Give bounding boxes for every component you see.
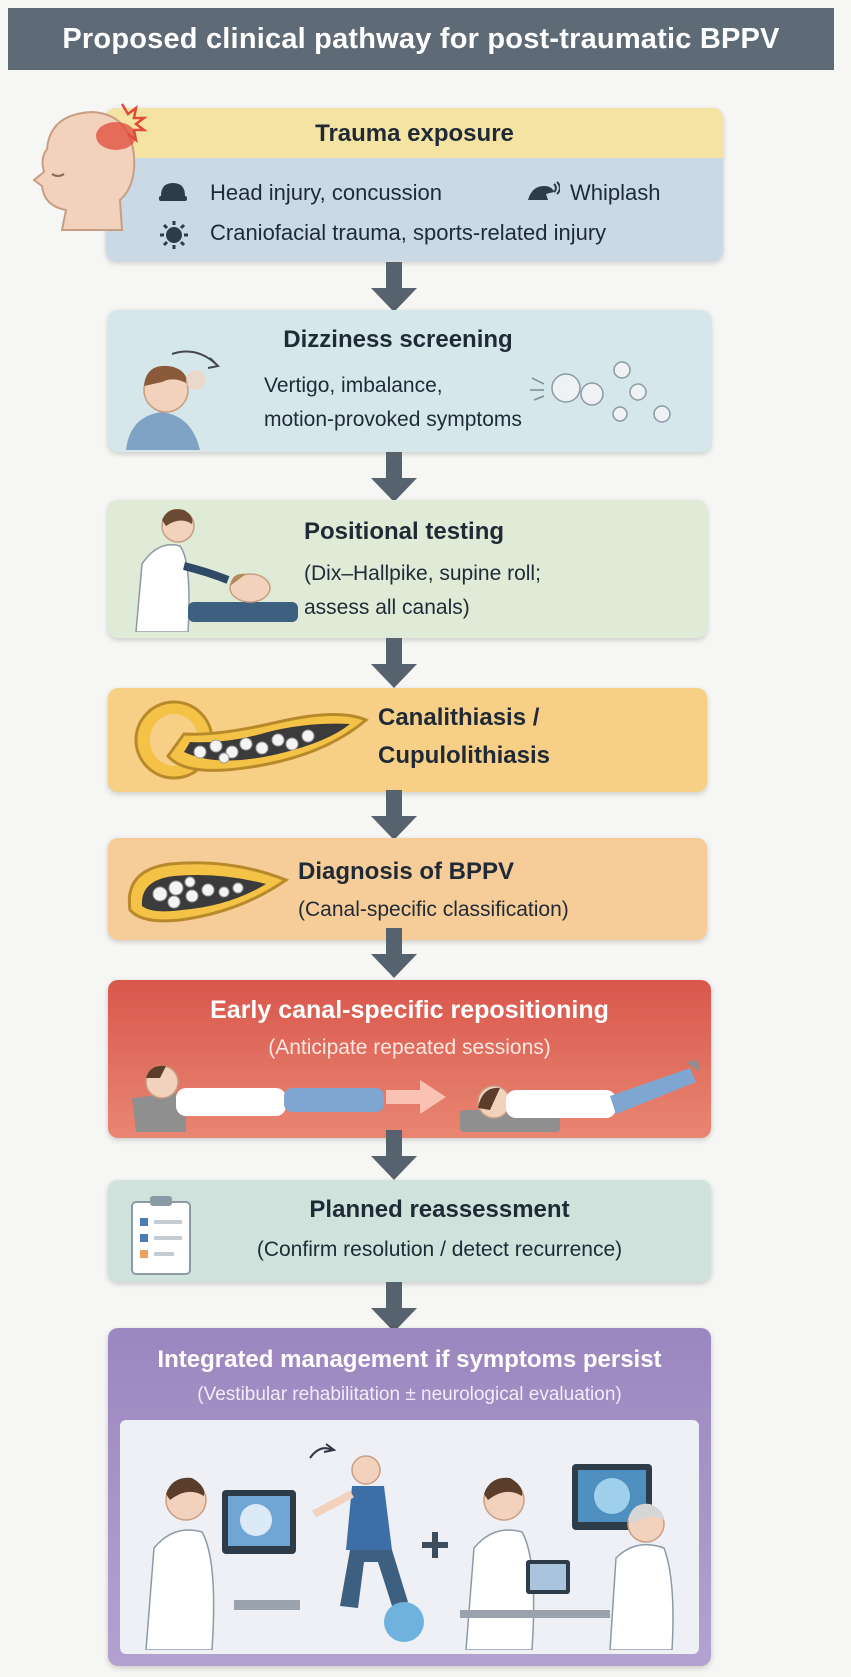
- clinician-testing-illustration: [128, 506, 298, 637]
- otoconia-crystals-illustration: [528, 358, 678, 437]
- step-diagnosis: Diagnosis of BPPV (Canal-specific classi…: [108, 838, 707, 940]
- step-heading: Early canal-specific repositioning: [210, 996, 609, 1024]
- step-heading: Diagnosis of BPPV: [298, 858, 515, 885]
- diagram-title: Proposed clinical pathway for post-traum…: [8, 8, 834, 70]
- flow-arrow-icon: [371, 1130, 417, 1180]
- step-positional-testing: Positional testing (Dix–Hallpike, supine…: [108, 500, 707, 638]
- step-subtitle: (Anticipate repeated sessions): [268, 1036, 551, 1059]
- step-text-line: motion-provoked symptoms: [264, 408, 522, 431]
- step-text-line: Vertigo, imbalance,: [264, 374, 443, 397]
- step-dizziness-screening: Dizziness screening Vertigo, imbalance, …: [108, 310, 711, 452]
- flow-arrow-icon: [371, 638, 417, 688]
- injured-head-illustration: [22, 94, 162, 239]
- plus-icon: [420, 1530, 450, 1565]
- neurological-evaluation-illustration: [460, 1440, 690, 1655]
- step-header-band: [106, 108, 723, 158]
- arrow-right-icon: [386, 1080, 446, 1119]
- step-heading: Integrated management if symptoms persis…: [157, 1346, 662, 1373]
- step-heading: Trauma exposure: [315, 120, 514, 147]
- balance-exercise-illustration: [300, 1430, 440, 1655]
- flow-arrow-icon: [371, 452, 417, 502]
- step-early-repositioning: Early canal-specific repositioning (Anti…: [108, 980, 711, 1138]
- trauma-item: Whiplash: [570, 180, 661, 205]
- trauma-item: Craniofacial trauma, sports-related inju…: [210, 220, 607, 245]
- step-heading-line: Canalithiasis /: [378, 704, 540, 731]
- step-canalithiasis: Canalithiasis / Cupulolithiasis: [108, 688, 707, 792]
- step-heading: Planned reassessment: [309, 1196, 570, 1223]
- step-heading: Dizziness screening: [283, 326, 513, 353]
- step-heading-line: Cupulolithiasis: [378, 742, 551, 769]
- whiplash-icon: [524, 180, 561, 211]
- step-text-line: assess all canals): [304, 596, 470, 619]
- flow-arrow-icon: [371, 928, 417, 978]
- management-scene-panel: [120, 1420, 699, 1654]
- step-heading: Positional testing: [304, 518, 505, 545]
- step-subtitle: (Confirm resolution / detect recurrence): [256, 1238, 623, 1261]
- patient-supine-illustration: [126, 1058, 386, 1138]
- step-text-line: (Dix–Hallpike, supine roll;: [304, 562, 541, 585]
- clinician-monitor-illustration: [140, 1440, 300, 1655]
- canal-debris-illustration: [120, 850, 290, 935]
- helmet-icon: [158, 180, 188, 209]
- step-subtitle: (Canal-specific classification): [298, 898, 569, 921]
- patient-rolled-illustration: [460, 1056, 700, 1138]
- step-planned-reassessment: Planned reassessment (Confirm resolution…: [108, 1180, 711, 1282]
- clipboard-checklist-icon: [128, 1194, 194, 1281]
- dizzy-person-illustration: [122, 346, 242, 452]
- step-subtitle: (Vestibular rehabilitation ± neurologica…: [197, 1384, 622, 1405]
- flow-arrow-icon: [371, 790, 417, 840]
- semicircular-canal-illustration: [128, 694, 378, 791]
- flow-arrow-icon: [371, 1282, 417, 1332]
- step-integrated-management: Integrated management if symptoms persis…: [108, 1328, 711, 1666]
- step-trauma-exposure: Trauma exposure Head injury, concussion …: [106, 108, 723, 261]
- trauma-item: Head injury, concussion: [210, 180, 442, 205]
- impact-burst-icon: [158, 220, 190, 255]
- flow-arrow-icon: [371, 262, 417, 312]
